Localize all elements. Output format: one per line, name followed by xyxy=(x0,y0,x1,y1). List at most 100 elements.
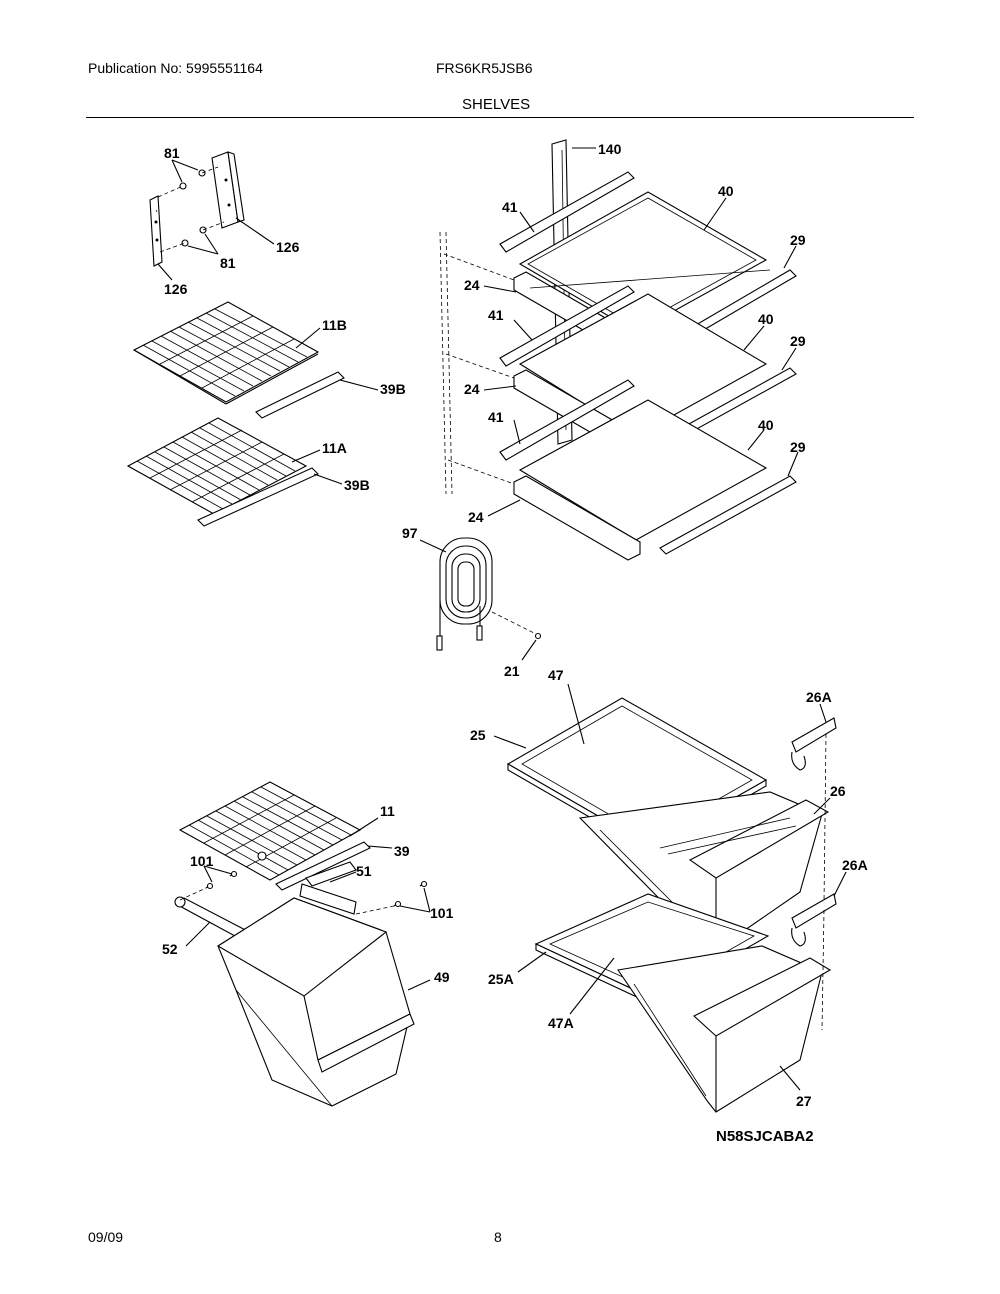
storage-bin-49 xyxy=(216,897,415,1107)
leader-line xyxy=(813,797,831,815)
leader-line xyxy=(483,285,517,293)
callout-126: 126 xyxy=(164,281,188,297)
leader-line xyxy=(171,159,183,183)
callout-47: 47 xyxy=(548,667,564,683)
crisper-drawer-26 xyxy=(578,791,830,951)
leader-line xyxy=(819,703,827,723)
callout-52: 52 xyxy=(162,941,178,957)
screw-101-right xyxy=(355,880,428,915)
callout-11b: 11B xyxy=(322,317,347,333)
shelf-trim-39 xyxy=(275,841,371,891)
model-number: FRS6KR5JSB6 xyxy=(436,60,533,76)
leader-line xyxy=(235,217,275,245)
leader-line xyxy=(521,639,537,661)
guide-line xyxy=(443,253,515,281)
leader-line xyxy=(779,1065,801,1091)
publication-number: Publication No: 5995551164 xyxy=(88,60,263,76)
callout-39b: 39B xyxy=(380,381,406,397)
leader-line xyxy=(187,245,219,255)
callout-101: 101 xyxy=(190,853,214,869)
callout-101: 101 xyxy=(430,905,454,921)
leader-line xyxy=(329,871,357,883)
shelf-frame-24 xyxy=(513,475,641,561)
callout-11: 11 xyxy=(380,803,395,819)
heater-coil-97 xyxy=(436,537,493,651)
leader-line xyxy=(519,211,535,233)
guide-line xyxy=(447,459,515,485)
leader-line xyxy=(513,319,533,341)
callout-24: 24 xyxy=(464,381,480,397)
footer-date: 09/09 xyxy=(88,1229,124,1245)
leader-line xyxy=(295,327,321,349)
drawer-slide-26a-upper xyxy=(791,717,837,771)
callout-29: 29 xyxy=(790,333,806,349)
callout-41: 41 xyxy=(502,199,518,215)
leader-line xyxy=(483,385,517,391)
wall-track xyxy=(439,231,447,495)
callout-26: 26 xyxy=(830,783,846,799)
header-rule xyxy=(86,117,914,118)
drawer-slide-26a-lower xyxy=(791,893,837,947)
callout-24: 24 xyxy=(464,277,480,293)
leader-line xyxy=(171,159,199,171)
leader-line xyxy=(569,957,615,1015)
screw-81 xyxy=(157,166,225,253)
callout-26a: 26A xyxy=(842,857,868,873)
leader-line xyxy=(423,887,431,913)
guide-line xyxy=(821,909,825,1031)
callout-24: 24 xyxy=(468,509,484,525)
guide-line xyxy=(445,353,515,379)
leader-line xyxy=(367,845,393,849)
leader-line xyxy=(185,921,211,947)
callout-40: 40 xyxy=(758,311,774,327)
shelf-rail-51 xyxy=(299,861,357,915)
callout-25a: 25A xyxy=(488,971,514,987)
leader-line xyxy=(487,499,521,517)
callout-47a: 47A xyxy=(548,1015,574,1031)
shelf-trim-41 xyxy=(499,379,635,461)
leader-line xyxy=(203,865,213,883)
callout-40: 40 xyxy=(758,417,774,433)
leader-line xyxy=(517,951,547,973)
shelf-bracket-126-left xyxy=(149,195,163,267)
callout-41: 41 xyxy=(488,307,504,323)
leader-line xyxy=(493,735,527,749)
callout-41: 41 xyxy=(488,409,504,425)
leader-line xyxy=(313,473,343,485)
callout-51: 51 xyxy=(356,863,372,879)
callout-81: 81 xyxy=(220,255,236,271)
leader-line xyxy=(703,197,727,231)
callout-11a: 11A xyxy=(322,440,347,456)
leader-line xyxy=(781,347,797,371)
leader-line xyxy=(747,429,765,451)
section-title: SHELVES xyxy=(462,96,531,113)
leader-line xyxy=(157,263,173,281)
callout-140: 140 xyxy=(598,141,622,157)
screw-101-left xyxy=(179,870,238,901)
shelf-trim-39b-upper xyxy=(255,371,345,419)
callout-49: 49 xyxy=(434,969,450,985)
screw-21 xyxy=(491,611,542,640)
callout-27: 27 xyxy=(796,1093,812,1109)
leader-line xyxy=(203,865,233,875)
leader-line xyxy=(567,683,585,745)
leader-line xyxy=(204,233,219,255)
callout-21: 21 xyxy=(504,663,520,679)
leader-line xyxy=(291,449,321,463)
leader-line xyxy=(833,871,847,897)
leader-line xyxy=(783,245,797,269)
page-number: 8 xyxy=(494,1229,502,1245)
crisper-drawer-27 xyxy=(617,945,832,1113)
callout-29: 29 xyxy=(790,439,806,455)
leader-line xyxy=(513,419,521,445)
leader-line xyxy=(407,979,431,991)
leader-line xyxy=(339,379,379,391)
wire-shelf-11a xyxy=(126,417,308,515)
leader-line xyxy=(419,539,447,553)
shelf-bracket-126-right xyxy=(211,151,245,229)
leader-line xyxy=(743,325,765,351)
shelf-trim-39b-lower xyxy=(197,467,319,527)
callout-39: 39 xyxy=(394,843,410,859)
wall-track xyxy=(445,231,453,495)
